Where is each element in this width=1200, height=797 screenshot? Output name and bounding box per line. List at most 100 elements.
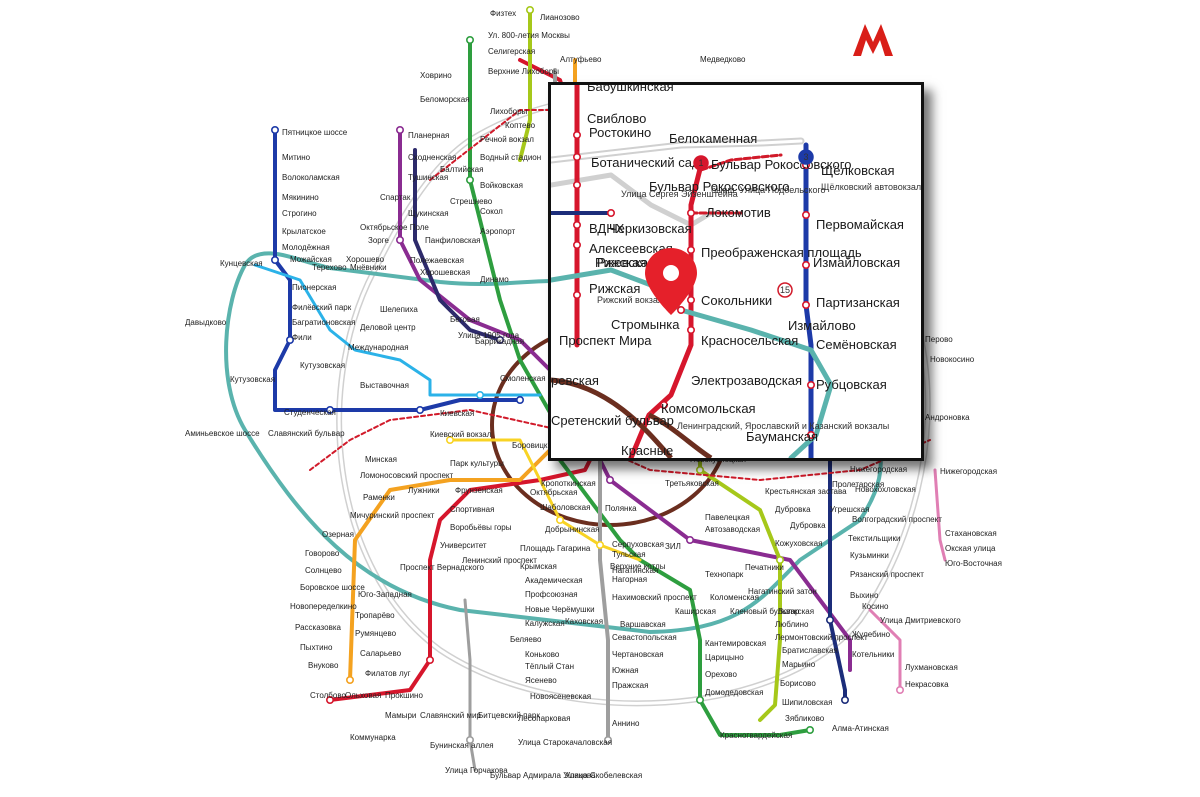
station-label: Третьяковская (665, 479, 719, 488)
station-label: Рассказовка (295, 623, 342, 632)
station-label: Автозаводская (705, 525, 760, 534)
station-label: Нагатинская (612, 566, 658, 575)
station-label: Котельники (852, 650, 894, 659)
station-label: Динамо (480, 275, 509, 284)
station-label: Фрунзенская (455, 486, 503, 495)
station-label: Медведково (700, 55, 746, 64)
station-marker (840, 695, 849, 704)
station-label: Октябрьское Поле (360, 223, 429, 232)
station-label: Дубровка (790, 521, 826, 530)
zoom-station-marker (572, 291, 581, 300)
station-label: Панфиловская (425, 236, 481, 245)
station-label: Фили (292, 333, 312, 342)
station-label: Верхние котлы (610, 562, 666, 571)
station-marker (825, 615, 834, 624)
location-pin-icon (645, 248, 697, 315)
station-label: Коптево (505, 121, 536, 130)
station-label: Войковская (480, 181, 523, 190)
station-marker (605, 475, 614, 484)
station-label: Полежаевская (410, 256, 464, 265)
station-label: Лужники (408, 486, 440, 495)
station-label: Новокосино (930, 355, 975, 364)
station-label: Окская улица (945, 544, 996, 553)
zoom-station-marker (572, 130, 581, 139)
station-label: Беляево (510, 635, 542, 644)
station-label: Крымская (520, 562, 557, 571)
station-label: Славянский мир (420, 711, 481, 720)
station-label: Киевская (440, 409, 474, 418)
station-marker (325, 695, 334, 704)
station-label: Кантемировская (705, 639, 766, 648)
station-label: Планерная (408, 131, 449, 140)
line-number-badge (798, 149, 814, 165)
station-label: Кропоткинская (541, 479, 596, 488)
station-label: Крылатское (282, 227, 326, 236)
station-marker (595, 540, 604, 549)
station-label: Некрасовка (905, 680, 949, 689)
station-marker (425, 655, 434, 664)
station-label: Домодедовская (705, 688, 763, 697)
station-label: Крестьянская застава (765, 487, 847, 496)
station-marker (895, 685, 904, 694)
station-label: Варшавская (620, 620, 666, 629)
station-label: Шаболовская (540, 503, 590, 512)
station-label: Кунцевская (220, 259, 263, 268)
zoom-station-label: ревская (551, 373, 599, 388)
station-label: Аннино (612, 719, 640, 728)
line-navy (413, 148, 502, 342)
zoom-station-label: Преображенская площадь (701, 245, 862, 260)
station-label: Физтех (490, 9, 516, 18)
station-label: Коломенская (710, 593, 759, 602)
station-label: Кузьминки (850, 551, 889, 560)
station-label: Воробьёвы горы (450, 523, 512, 532)
station-label: Битцевский парк (478, 711, 540, 720)
station-label: Киевский вокзал (430, 430, 492, 439)
zoom-station-marker (687, 246, 696, 255)
station-label: Люблино (775, 620, 809, 629)
zoom-station-marker (687, 326, 696, 335)
line-butovo-grey (463, 598, 477, 772)
station-label: Тушинская (408, 173, 448, 182)
station-label: Шелепиха (380, 305, 418, 314)
station-marker (415, 405, 424, 414)
station-marker (285, 335, 294, 344)
station-label: Коньково (525, 650, 560, 659)
station-label: Лианозово (540, 13, 580, 22)
zoom-station-marker (572, 181, 581, 190)
station-label: Марьино (782, 660, 816, 669)
station-label: Улица Горчакова (445, 766, 508, 775)
station-label: Аэропорт (480, 227, 516, 236)
zoom-line-blue (803, 142, 814, 458)
station-label: Верхние Лихоборы (488, 67, 559, 76)
station-label: Мнёвники (350, 263, 387, 272)
station-label: Зябликово (785, 714, 825, 723)
station-label: Каховская (565, 617, 603, 626)
station-label: Тульская (612, 550, 646, 559)
zoom-station-label: Ленинградский, Ярославский и Казанский в… (677, 421, 889, 431)
station-label: Нижегородская (940, 467, 997, 476)
station-label: Нахимовский проспект (612, 593, 697, 602)
station-label: Юго-Западная (358, 590, 412, 599)
station-label: Ломоносовский проспект (360, 471, 453, 480)
station-label: Стрешнево (450, 197, 493, 206)
line-2-green (468, 38, 812, 737)
station-label: Печатники (745, 563, 784, 572)
station-label: Аминьевское шоссе (185, 429, 260, 438)
station-label: Боровицкая (512, 441, 556, 450)
station-marker (395, 126, 404, 135)
station-label: Новые Черёмушки (525, 605, 595, 614)
zoom-station-label: Ботанический сад (591, 155, 700, 170)
zoom-station-label: Свиблово (587, 111, 646, 126)
station-label: Выхино (850, 591, 879, 600)
line-number-label: 3 (803, 152, 808, 162)
station-marker (695, 695, 704, 704)
station-marker (465, 735, 474, 744)
line-10-lime-north (518, 8, 532, 162)
location-pin-dot (663, 265, 679, 281)
station-label: Баррикадная (475, 337, 524, 346)
line-number-label: 1 (698, 158, 703, 168)
station-label: Водный стадион (480, 153, 541, 162)
station-label: Парк культуры (450, 459, 504, 468)
